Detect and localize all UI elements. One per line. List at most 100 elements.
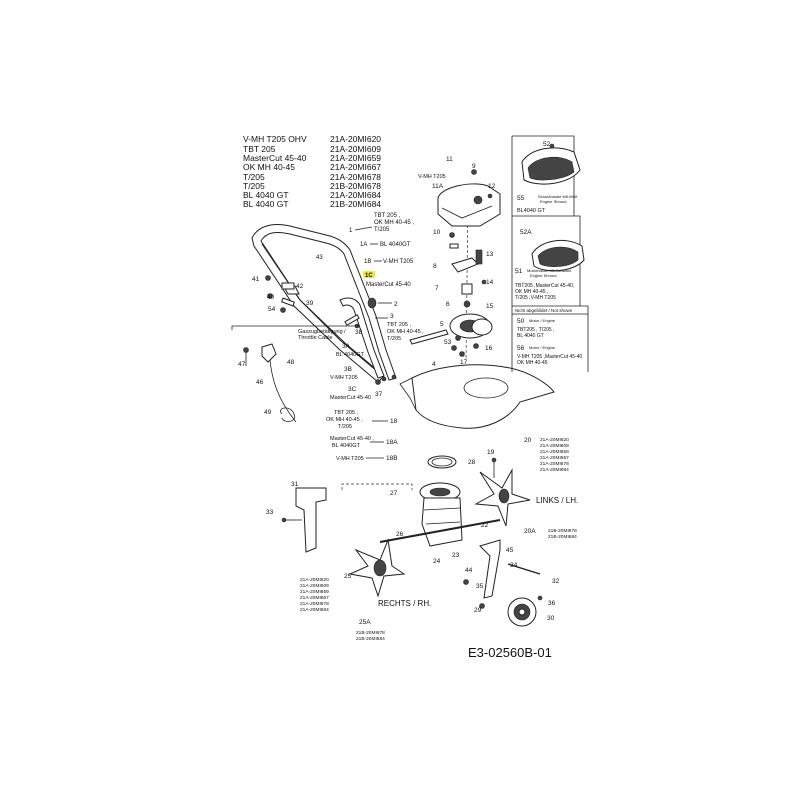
throttle-cable-box: Gaszugbetätigung / Throttle Cable 47 48 …: [231, 325, 360, 423]
shield-labels: TBT 205 , OK MH 40-45 , T/205 18 MasterC…: [326, 410, 398, 462]
part-number-label: 36: [548, 600, 556, 607]
model-note: MasterCut 45-40: [330, 395, 371, 401]
part-number-label: 3B: [344, 366, 352, 373]
model-name: T/205: [243, 172, 265, 182]
model-note: T/205: [387, 336, 401, 342]
model-note: T/205: [374, 227, 390, 233]
model-note: TBT 205 ,: [334, 410, 359, 416]
model-code: 21B-20MI684: [356, 636, 385, 642]
model-code: 21A-20MI609: [540, 443, 569, 449]
part-number-label: 44: [465, 567, 473, 574]
part-number-label: 53: [444, 339, 452, 346]
part-description: Motor / Engine: [529, 345, 556, 350]
right-panel: 52 55 Schutzhaube Mit-Welt Engine Shroud…: [511, 135, 589, 372]
lower-assembly: [281, 455, 543, 627]
model-code: 21A-20MI659: [540, 449, 569, 455]
part-number-label: 37: [375, 391, 383, 398]
part-number-label: 10: [433, 229, 441, 236]
engine-labels: 11 9 V-MH T205 11A 12 10 13 8 14 7 15 6 …: [418, 156, 496, 368]
model-code: 21A-20MI667: [330, 162, 381, 172]
part-number-label: 52A: [520, 229, 532, 236]
model-list: V-MH T205 OHV 21A-20MI620 TBT 205 21A-20…: [243, 134, 381, 209]
part-number-label: 29: [474, 607, 482, 614]
part-number-label: 27: [390, 490, 398, 497]
part-number-label: 52: [543, 141, 551, 148]
model-name: BL 4040 GT: [243, 190, 289, 200]
model-code-lists: 21A-20MI620 21A-20MI609 21A-20MI659 21A-…: [300, 437, 577, 642]
part-number-label: 55: [517, 195, 525, 202]
part-number-label: 42: [296, 283, 304, 290]
model-name: OK MH 40-45: [243, 162, 295, 172]
part-number-label: 3A: [342, 343, 351, 350]
model-code: 21A-20MI609: [300, 583, 329, 589]
section-heading: Nicht abgebildet / Not shown: [515, 308, 573, 313]
part-number-label: 16: [485, 345, 493, 352]
model-note: OK MH 40-45 ,: [515, 289, 548, 295]
model-note: BL4040 GT: [517, 208, 546, 214]
model-code: 21A-20MI609: [330, 144, 381, 154]
model-note: BL 4040 GT: [517, 333, 544, 339]
part-number-label: 1A: [360, 242, 367, 248]
part-number-label: 11A: [432, 183, 444, 190]
model-note: TBT 205 ,: [387, 322, 412, 328]
model-code: 21A-20MI678: [330, 172, 381, 182]
part-number-label: 20A: [524, 528, 536, 535]
part-number-label: 4: [432, 361, 436, 368]
model-note: BL 4040GT: [336, 352, 365, 358]
part-number-label: 12: [488, 183, 496, 190]
part-number-label: 20: [524, 437, 532, 444]
model-note: V-MH T205: [383, 259, 414, 265]
part-number-label: 35: [476, 583, 484, 590]
part-number-label: 39: [306, 300, 314, 307]
part-number-label: 18B: [386, 455, 398, 462]
box-title: Throttle Cable: [298, 335, 333, 341]
model-note: T/205: [338, 424, 352, 430]
model-code: 21A-20MI667: [300, 595, 329, 601]
part-number-label: 8: [433, 263, 437, 270]
part-number-label: 50: [517, 318, 525, 325]
model-name: TBT 205: [243, 144, 276, 154]
part-description: Engine Shroud: [540, 199, 566, 204]
part-number-label: 33: [266, 509, 274, 516]
model-note: V-MH T205: [336, 456, 364, 462]
part-number-label: 22: [481, 522, 489, 529]
model-note: TBT205 ,MasterCut 45-40,: [515, 283, 574, 289]
model-code: 21B-20MI678: [330, 181, 381, 191]
model-code: 21A-20MI620: [300, 577, 329, 583]
part-number-label: 47: [238, 361, 246, 368]
model-code: 21A-20MI678: [540, 461, 569, 467]
part-number-label: 26: [396, 531, 404, 538]
direction-label: RECHTS / RH.: [378, 599, 431, 608]
handle-assembly: [251, 224, 397, 383]
part-number-label: 3C: [348, 386, 357, 393]
model-name: T/205: [243, 181, 265, 191]
model-name: V-MH T205 OHV: [243, 134, 307, 144]
part-number-label: 14: [486, 279, 494, 286]
left-parts: 41 42 40 39 54 38 2 3 TBT 205 , OK MH 40…: [252, 275, 424, 401]
part-number-label: 13: [486, 251, 494, 258]
part-number-label: 31: [291, 481, 299, 488]
part-number-label: 18: [390, 418, 398, 425]
part-number-label: 30: [547, 615, 555, 622]
tine-shield: [399, 364, 555, 429]
direction-label: LINKS / LH.: [536, 496, 578, 505]
part-description: Motor / Engine: [529, 318, 556, 323]
part-number-label: 3: [390, 313, 394, 320]
part-number-label: 45: [506, 547, 514, 554]
model-code: 21A-20MI678: [300, 601, 329, 607]
part-number-label: 1: [349, 228, 353, 234]
model-note: BL 4040GT: [380, 242, 411, 248]
model-name: BL 4040 GT: [243, 199, 289, 209]
part-number-label: 54: [268, 306, 276, 313]
part-number-label: 1B: [364, 259, 371, 265]
model-note: OK MH 40-45: [517, 360, 548, 366]
model-note: MasterCut 45-40: [366, 282, 411, 288]
part-number-label: 11: [446, 156, 453, 163]
model-code: 21B-20MI684: [548, 534, 577, 540]
model-code: 21A-20MI659: [330, 153, 381, 163]
part-number-label: 46: [256, 379, 264, 386]
part-number-label: 23: [452, 552, 460, 559]
model-note: MasterCut 45-40 ,: [330, 436, 374, 442]
model-code: 21B-20MI684: [330, 199, 381, 209]
